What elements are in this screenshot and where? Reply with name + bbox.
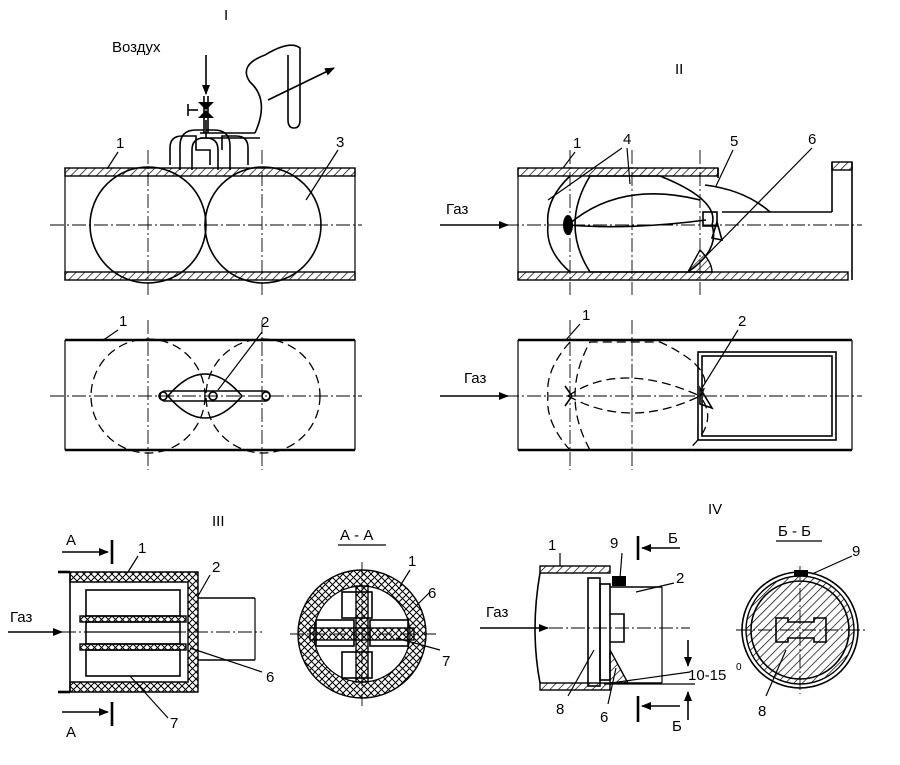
manometer-tube xyxy=(245,44,301,134)
figure-IV-numeral: IV xyxy=(708,501,722,518)
callout-1: 1 xyxy=(573,135,581,152)
section-B-B-title: Б - Б xyxy=(778,523,811,540)
callout-8: 8 xyxy=(556,701,564,718)
pipe-bottom-wall xyxy=(64,271,356,281)
figure-III-numeral: III xyxy=(212,513,225,530)
section-B-B: Б - Б 9 8 xyxy=(736,523,866,720)
figure-IV: IV Газ 10-15 0 Б Б 1 9 xyxy=(480,501,742,735)
figure-II-pipe xyxy=(505,150,862,295)
element-top xyxy=(85,589,181,617)
section-A-A: А - А 1 6 7 xyxy=(290,527,450,706)
callout-6: 6 xyxy=(266,669,274,686)
figure-I-numeral: I xyxy=(224,7,228,24)
callout-6: 6 xyxy=(808,131,816,148)
plug-plate xyxy=(775,617,827,643)
inflatable-ball-right xyxy=(204,166,322,284)
angle-unit: 0 xyxy=(736,662,742,673)
callout-8-section: 8 xyxy=(758,703,766,720)
callout-2: 2 xyxy=(676,570,684,587)
seal-9-section xyxy=(794,570,808,576)
section-mark-B-bottom: Б xyxy=(672,718,682,735)
figure-I-pipe xyxy=(50,150,362,295)
callout-3: 3 xyxy=(336,134,344,151)
figure-III: III Газ А А 1 2 6 7 xyxy=(8,513,274,741)
pipe-top-wall xyxy=(64,167,356,177)
figure-II-numeral: II xyxy=(675,61,683,78)
callout-9-section: 9 xyxy=(852,543,860,560)
manifold-plan xyxy=(166,373,244,419)
callout-1-section: 1 xyxy=(408,553,416,570)
angle-label: 10-15 xyxy=(688,667,726,684)
callout-1: 1 xyxy=(116,135,124,152)
callout-1-plan: 1 xyxy=(582,307,590,324)
hose-5 xyxy=(704,184,771,213)
callout-2-plan: 2 xyxy=(261,314,269,331)
callout-2: 2 xyxy=(212,559,220,576)
gas-label-II: Газ xyxy=(446,201,468,218)
seal-9 xyxy=(612,576,626,586)
callout-6: 6 xyxy=(600,709,608,726)
inflatable-bag xyxy=(574,175,715,273)
callout-4: 4 xyxy=(623,131,631,148)
callout-6-section: 6 xyxy=(428,585,436,602)
bag-front xyxy=(546,175,571,273)
valve-icon xyxy=(198,102,214,110)
gas-label-IV: Газ xyxy=(486,604,508,621)
callout-7-section: 7 xyxy=(442,653,450,670)
callout-9: 9 xyxy=(610,535,618,552)
inflatable-ball-left xyxy=(89,166,207,284)
bypass-box xyxy=(697,351,837,441)
section-mark-A-top: А xyxy=(66,532,76,549)
section-mark-B-top: Б xyxy=(668,530,678,547)
air-label: Воздух xyxy=(112,39,161,56)
callout-1-plan: 1 xyxy=(119,313,127,330)
gas-label-II-plan: Газ xyxy=(464,370,486,387)
callout-5: 5 xyxy=(730,133,738,150)
gas-label-III: Газ xyxy=(10,609,32,626)
callout-1: 1 xyxy=(138,540,146,557)
figure-II: II Газ 1 xyxy=(440,61,862,470)
element-bottom xyxy=(85,649,181,677)
figure-I: I xyxy=(50,7,362,470)
section-A-A-title: А - А xyxy=(340,527,373,544)
figure-II-plan-view: Газ xyxy=(440,320,862,470)
callout-1: 1 xyxy=(548,537,556,554)
section-mark-A-bottom: А xyxy=(66,724,76,741)
air-supply-manifold: Воздух xyxy=(112,39,335,170)
figure-I-plan-view xyxy=(50,320,362,470)
element-mid xyxy=(85,621,181,645)
bag-nozzle xyxy=(563,215,573,235)
callout-2-plan: 2 xyxy=(738,313,746,330)
callout-7: 7 xyxy=(170,715,178,732)
